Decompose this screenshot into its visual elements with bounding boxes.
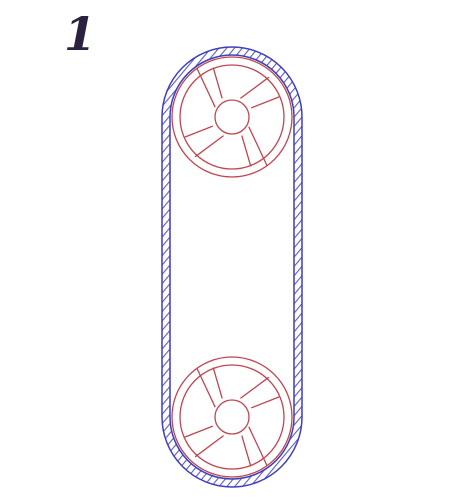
pulley-rim-inner — [179, 364, 285, 470]
bottom-pulley — [171, 356, 293, 478]
pulley-spokes — [184, 67, 280, 167]
pulley-hub — [214, 99, 250, 135]
belt-inner-edge — [169, 54, 295, 480]
pulley-rim-inner — [179, 64, 285, 170]
belt — [161, 46, 303, 488]
figure-label: 1 — [64, 7, 97, 61]
pulley-rim-outer — [171, 56, 293, 178]
pulley-hub — [214, 399, 250, 435]
pulley-rim-outer — [171, 356, 293, 478]
top-pulley — [171, 56, 293, 178]
pulley-spokes — [184, 367, 280, 467]
belt-outer-edge — [161, 46, 303, 488]
